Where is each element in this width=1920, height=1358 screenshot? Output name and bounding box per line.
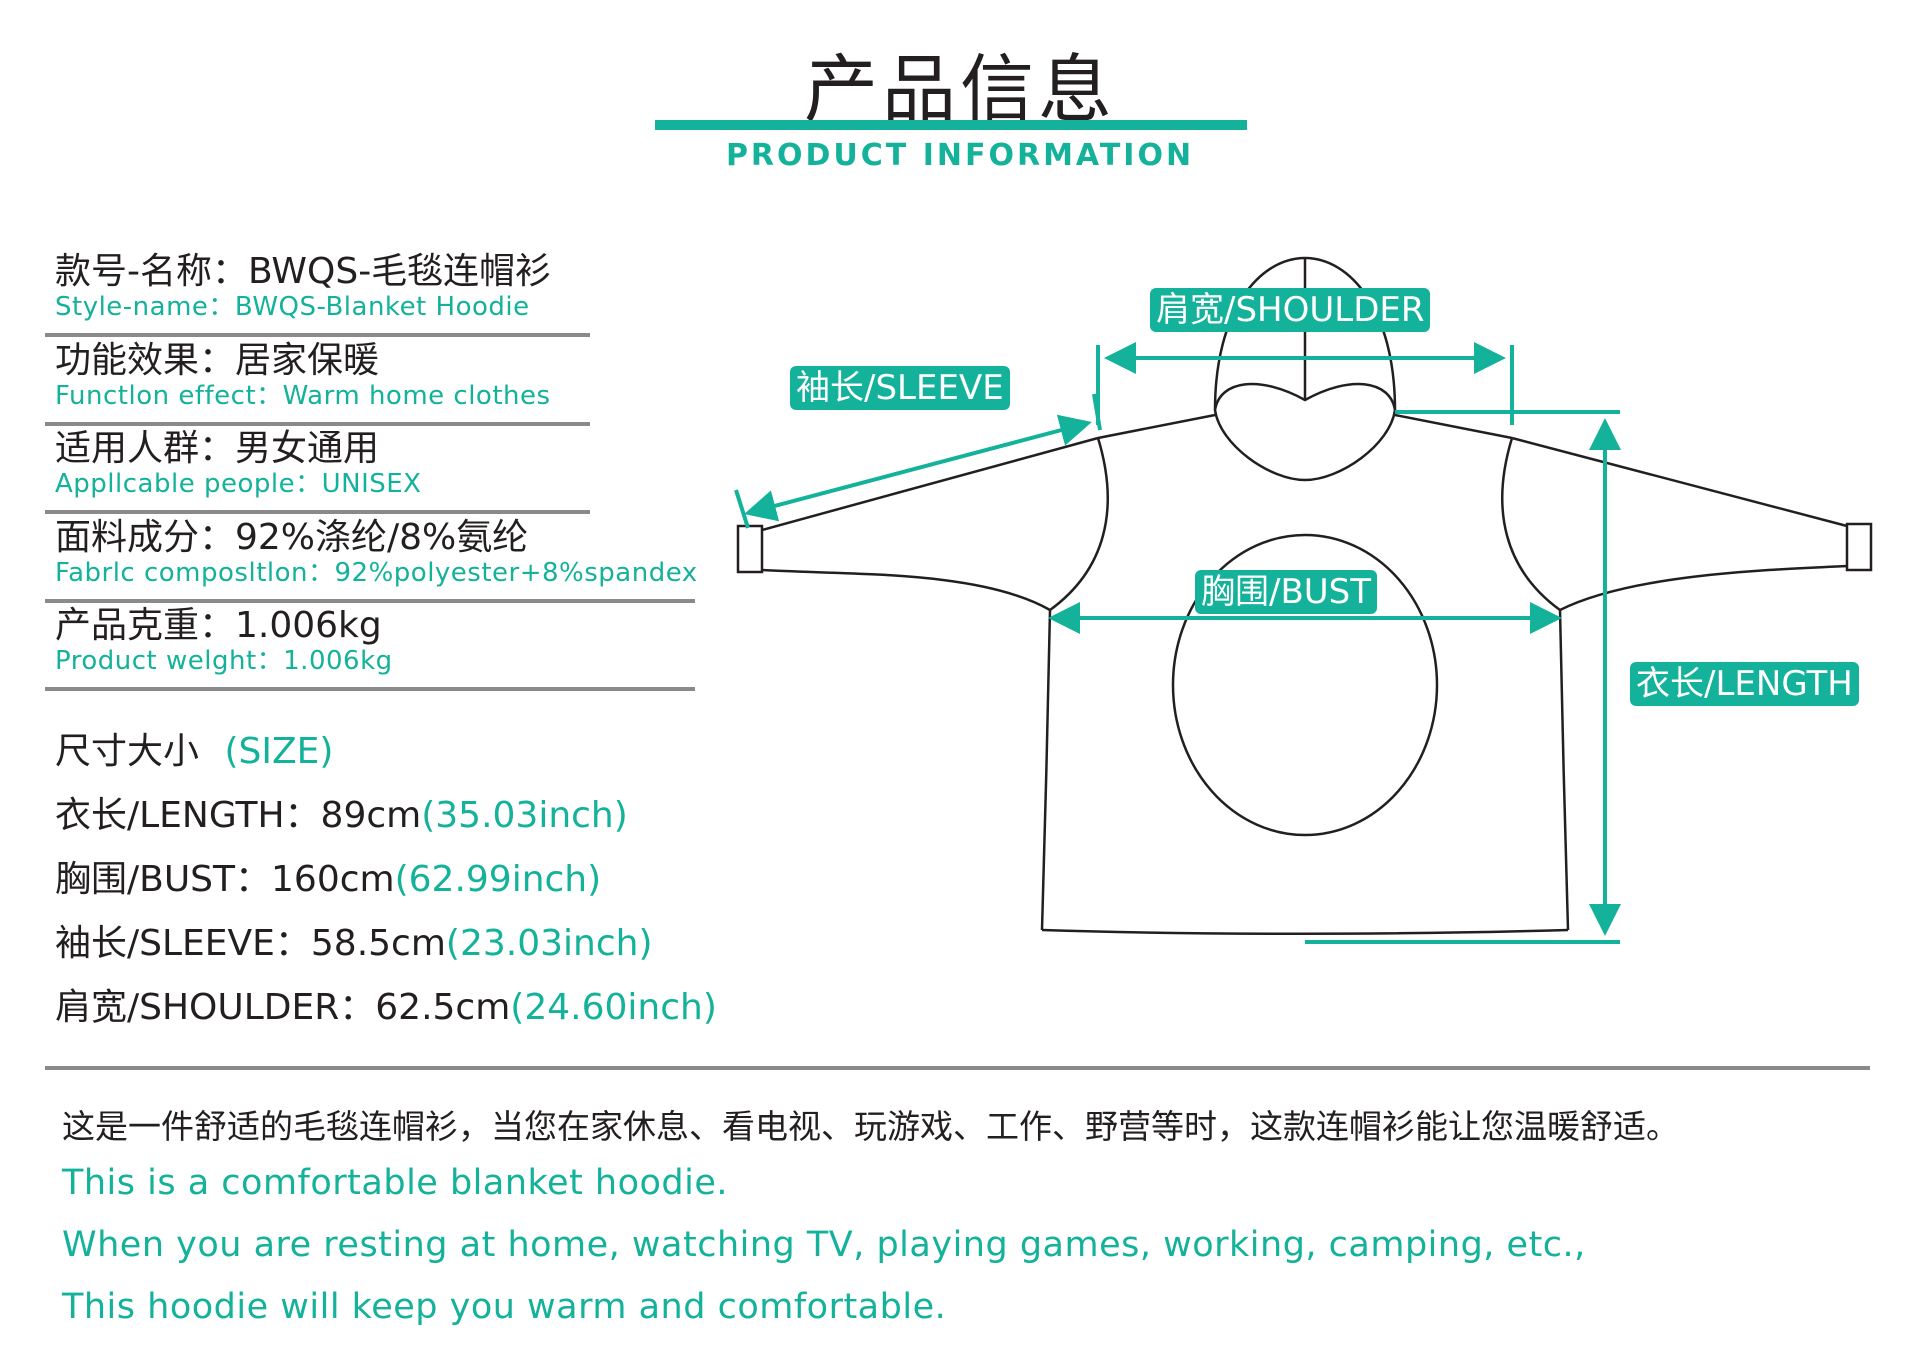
size-row-sleeve: 袖长/SLEEVE：58.5cm(23.03inch) <box>55 912 717 976</box>
description-en-line: When you are resting at home, watching T… <box>62 1225 1586 1265</box>
info-en: Appllcable people：UNISEX <box>55 469 422 499</box>
info-en: Fabrlc composltlon：92%polyester+8%spande… <box>55 558 698 588</box>
description: 这是一件舒适的毛毯连帽衫，当您在家休息、看电视、玩游戏、工作、野营等时，这款连帽… <box>62 1102 1902 1338</box>
section-divider <box>45 1066 1870 1070</box>
info-function-effect: 功能效果：居家保暖 Functlon effect：Warm home clot… <box>55 340 695 412</box>
info-style-name: 款号-名称：BWQS-毛毯连帽衫 Style-name：BWQS-Blanket… <box>55 251 695 323</box>
info-cn: 面料成分：92%涤纶/8%氨纶 <box>55 517 529 558</box>
info-cn: 功能效果：居家保暖 <box>55 340 380 381</box>
info-cn: 款号-名称：BWQS-毛毯连帽衫 <box>55 251 552 292</box>
size-section: 尺寸大小 (SIZE) 衣长/LENGTH：89cm(35.03inch) 胸围… <box>55 720 717 1040</box>
size-inch: (24.60inch) <box>510 987 717 1028</box>
size-row-shoulder: 肩宽/SHOULDER：62.5cm(24.60inch) <box>55 976 717 1040</box>
hoodie-illustration <box>734 256 1873 944</box>
info-fabric-composition: 面料成分：92%涤纶/8%氨纶 Fabrlc composltlon：92%po… <box>55 517 698 589</box>
info-divider <box>45 687 695 691</box>
info-applicable-people: 适用人群：男女通用 Appllcable people：UNISEX <box>55 428 695 500</box>
size-inch: (62.99inch) <box>394 859 602 900</box>
size-label: 衣长/LENGTH：89cm <box>55 795 422 836</box>
size-row-length: 衣长/LENGTH：89cm(35.03inch) <box>55 784 717 848</box>
size-row-bust: 胸围/BUST：160cm(62.99inch) <box>55 848 717 912</box>
size-label: 胸围/BUST：160cm <box>55 859 395 900</box>
description-cn: 这是一件舒适的毛毯连帽衫，当您在家休息、看电视、玩游戏、工作、野营等时，这款连帽… <box>62 1107 1679 1146</box>
size-heading-en: (SIZE) <box>224 731 334 772</box>
bust-label: 胸围/BUST <box>1195 570 1378 614</box>
info-en: Style-name：BWQS-Blanket Hoodie <box>55 292 530 322</box>
size-heading-cn: 尺寸大小 <box>55 731 200 772</box>
size-heading: 尺寸大小 (SIZE) <box>55 720 717 784</box>
info-divider <box>45 422 590 426</box>
length-label: 衣长/LENGTH <box>1630 662 1859 706</box>
info-divider <box>45 333 590 337</box>
info-cn: 产品克重：1.006kg <box>55 605 382 646</box>
description-en-line: This is a comfortable blanket hoodie. <box>62 1163 729 1203</box>
shoulder-label: 肩宽/SHOULDER <box>1150 288 1431 332</box>
size-label: 袖长/SLEEVE：58.5cm <box>55 923 446 964</box>
info-divider <box>45 599 695 603</box>
info-divider <box>45 510 590 514</box>
measure-lines <box>734 342 1621 944</box>
hoodie-diagram: 肩宽/SHOULDER 袖长/SLEEVE 胸围/BUST 衣长/LENGTH <box>700 230 1920 990</box>
sleeve-label: 袖长/SLEEVE <box>790 366 1010 410</box>
info-product-weight: 产品克重：1.006kg Product welght：1.006kg <box>55 605 695 677</box>
description-en-line: This hoodie will keep you warm and comfo… <box>62 1287 947 1327</box>
info-cn: 适用人群：男女通用 <box>55 428 380 469</box>
page-title: 产品信息 <box>804 47 1116 133</box>
info-en: Functlon effect：Warm home clothes <box>55 381 551 411</box>
title-underline <box>655 120 1247 130</box>
size-inch: (23.03inch) <box>445 923 653 964</box>
page-subtitle: PRODUCT INFORMATION <box>725 138 1195 173</box>
size-inch: (35.03inch) <box>421 795 628 836</box>
info-en: Product welght：1.006kg <box>55 646 393 676</box>
size-label: 肩宽/SHOULDER：62.5cm <box>55 987 511 1028</box>
